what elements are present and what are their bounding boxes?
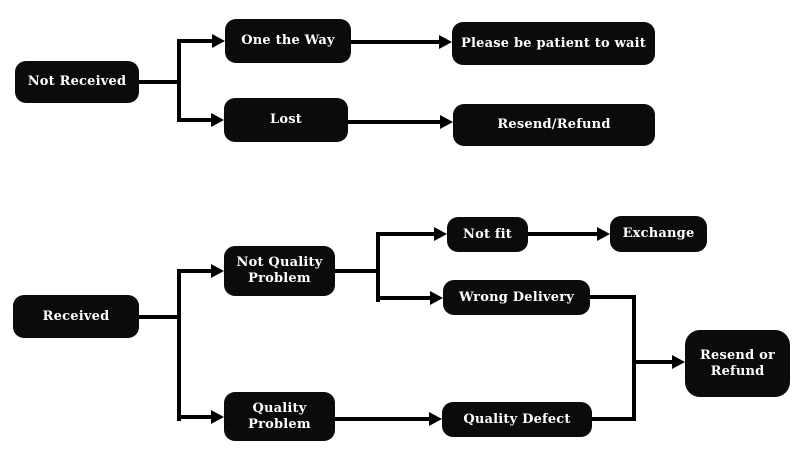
connector-to-wrong-delivery bbox=[376, 296, 430, 300]
node-quality-problem: Quality Problem bbox=[224, 392, 335, 441]
arrowhead-to-not-fit bbox=[434, 227, 447, 241]
connector-quality-problem-to-quality-defect bbox=[335, 417, 429, 421]
connector-not-received-stem bbox=[139, 80, 181, 84]
connector-to-not-quality-problem bbox=[177, 269, 211, 273]
connector-not-received-branch-vertical bbox=[177, 39, 181, 122]
node-resend-or-refund: Resend or Refund bbox=[685, 330, 790, 397]
arrowhead-to-not-quality-problem bbox=[211, 264, 224, 278]
arrowhead-to-please-wait bbox=[439, 35, 452, 49]
arrowhead-to-exchange bbox=[597, 227, 610, 241]
node-quality-defect: Quality Defect bbox=[442, 402, 592, 437]
connector-quality-defect-to-merge bbox=[592, 417, 636, 421]
node-not-fit: Not fit bbox=[447, 217, 528, 252]
arrowhead-to-quality-defect bbox=[429, 412, 442, 426]
arrowhead-to-resend-refund bbox=[440, 115, 453, 129]
connector-merge-to-resend-or-refund bbox=[632, 360, 672, 364]
arrowhead-to-one-the-way bbox=[212, 34, 225, 48]
connector-not-quality-branch-vertical bbox=[376, 232, 380, 302]
connector-one-the-way-to-please-wait bbox=[351, 40, 439, 44]
connector-to-one-the-way bbox=[177, 39, 212, 43]
node-wrong-delivery: Wrong Delivery bbox=[443, 280, 590, 315]
connector-to-not-fit bbox=[376, 232, 434, 236]
node-not-received: Not Received bbox=[15, 61, 139, 103]
connector-received-branch-vertical bbox=[177, 269, 181, 421]
node-not-quality-problem: Not Quality Problem bbox=[224, 246, 335, 296]
connector-lost-to-resend-refund bbox=[348, 120, 440, 124]
connector-not-fit-to-exchange bbox=[528, 232, 597, 236]
connector-merge-vertical bbox=[632, 295, 636, 421]
connector-received-stem bbox=[139, 315, 181, 319]
connector-not-quality-stem bbox=[335, 269, 380, 273]
arrowhead-to-resend-or-refund bbox=[672, 355, 685, 369]
arrowhead-to-quality-problem bbox=[211, 410, 224, 424]
node-received: Received bbox=[13, 295, 139, 338]
connector-to-lost bbox=[177, 118, 211, 122]
connector-to-quality-problem bbox=[177, 415, 211, 419]
node-resend-refund: Resend/Refund bbox=[453, 104, 655, 146]
node-lost: Lost bbox=[224, 98, 348, 142]
connector-wrong-delivery-to-merge bbox=[590, 295, 636, 299]
arrowhead-to-wrong-delivery bbox=[430, 291, 443, 305]
arrowhead-to-lost bbox=[211, 113, 224, 127]
node-one-the-way: One the Way bbox=[225, 19, 351, 63]
node-please-be-patient: Please be patient to wait bbox=[452, 22, 655, 65]
node-exchange: Exchange bbox=[610, 216, 707, 252]
